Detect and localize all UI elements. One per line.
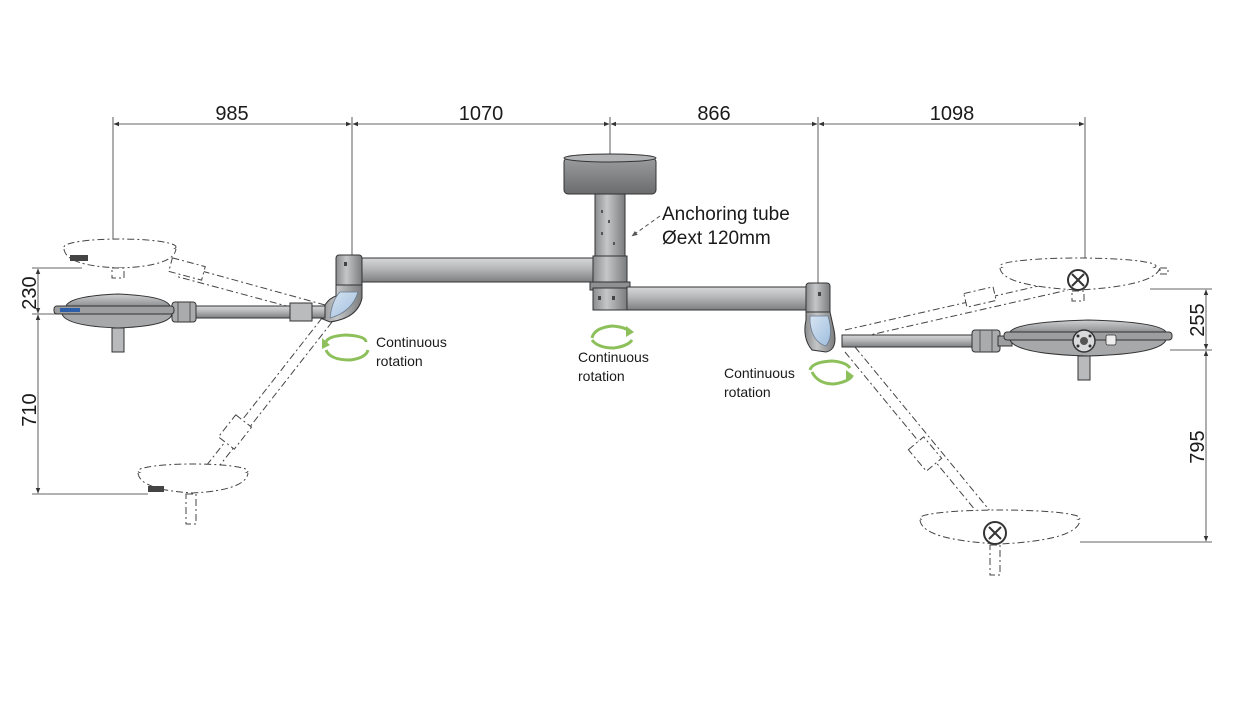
anchoring-tube-annotation: Anchoring tube Øext 120mm bbox=[631, 204, 790, 249]
rotation-label-left-line1: Continuous bbox=[376, 334, 447, 350]
right-lamp-head bbox=[1003, 319, 1173, 381]
left-spring-arm bbox=[171, 301, 326, 323]
left-upper-ghost-lamp bbox=[63, 238, 326, 316]
dimension-866: 866 bbox=[697, 103, 730, 125]
top-dimension-chain: 985 1070 866 1098 bbox=[112, 103, 1086, 288]
left-elbow-joint bbox=[319, 254, 363, 323]
rotation-indicator-right: Continuous rotation bbox=[724, 359, 854, 400]
anchoring-tube bbox=[594, 193, 626, 261]
rotation-label-center-line2: rotation bbox=[578, 368, 625, 384]
dimension-230: 230 bbox=[19, 276, 41, 309]
anchoring-tube-diameter: Øext 120mm bbox=[662, 228, 771, 249]
right-upper-ghost-lamp bbox=[844, 257, 1169, 341]
rotation-indicator-center: Continuous rotation bbox=[578, 324, 649, 384]
dimension-1098: 1098 bbox=[930, 103, 975, 125]
upper-arm-right bbox=[626, 286, 811, 311]
dimension-1070: 1070 bbox=[459, 103, 504, 125]
right-elbow-joint bbox=[804, 282, 836, 353]
rotation-label-right-line2: rotation bbox=[724, 384, 771, 400]
ceiling-canopy bbox=[563, 153, 657, 195]
rotation-indicator-left: Continuous rotation bbox=[322, 333, 447, 369]
dimension-710: 710 bbox=[19, 393, 41, 426]
rotation-label-right-line1: Continuous bbox=[724, 365, 795, 381]
right-spring-arm bbox=[841, 329, 1013, 353]
dimension-795: 795 bbox=[1187, 430, 1209, 463]
central-hub bbox=[589, 255, 631, 311]
dimension-255: 255 bbox=[1187, 303, 1209, 336]
rotation-label-left-line2: rotation bbox=[376, 353, 423, 369]
dimension-985: 985 bbox=[215, 103, 248, 125]
upper-arm-left bbox=[354, 257, 596, 283]
left-lower-ghost-lamp bbox=[137, 317, 333, 525]
right-dimension-chain: 255 795 bbox=[1080, 288, 1212, 543]
rotation-label-center-line1: Continuous bbox=[578, 349, 649, 365]
anchoring-tube-label: Anchoring tube bbox=[662, 204, 790, 225]
right-lower-ghost-lamp bbox=[844, 346, 1081, 576]
left-lamp-head bbox=[53, 293, 175, 353]
